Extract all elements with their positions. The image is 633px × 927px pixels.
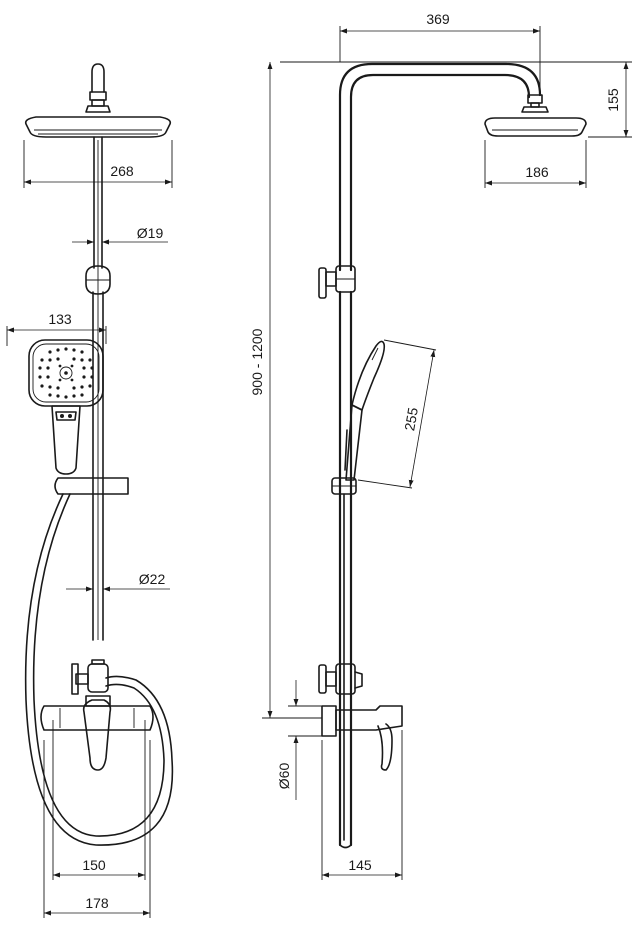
label-inlet-spacing: 150: [82, 857, 106, 873]
dim-head-drop: 155: [280, 61, 632, 138]
label-head-drop: 155: [605, 88, 621, 112]
dim-hand-shower-width: 133: [6, 311, 107, 346]
dim-arm-reach: 369: [339, 11, 541, 95]
front-shower-head: [24, 116, 172, 138]
dim-head-width-front: 268: [23, 140, 173, 188]
label-arm-reach: 369: [426, 11, 450, 27]
side-head-connector: [521, 94, 549, 113]
side-shower-head: [484, 117, 587, 137]
dim-wall-flange-diameter: Ø60: [276, 680, 322, 800]
front-diverter: [71, 659, 109, 695]
label-pipe-diameter-upper: Ø19: [137, 225, 164, 241]
front-riser-pipe: [92, 136, 104, 641]
dim-pipe-diameter-upper: Ø19: [72, 225, 168, 245]
dim-height-range: 900 - 1200: [249, 62, 322, 719]
dim-wall-distance: 145: [321, 730, 403, 880]
label-head-width-front: 268: [110, 163, 134, 179]
label-hand-shower-length: 255: [401, 406, 421, 432]
side-view: 369 155 186 900 - 1200 255: [249, 11, 632, 880]
label-height-range: 900 - 1200: [249, 328, 265, 395]
label-pipe-diameter-lower: Ø22: [139, 571, 166, 587]
side-pipe-collar: [318, 265, 356, 299]
front-pipe-collar: [85, 265, 111, 295]
side-mixer: [321, 705, 403, 771]
dim-pipe-diameter-lower: Ø22: [66, 571, 170, 592]
label-head-width-side: 186: [525, 164, 549, 180]
side-diverter: [318, 663, 363, 695]
dim-hand-shower-length: 255: [357, 339, 437, 489]
front-hand-shower: [28, 339, 104, 475]
front-hose: [24, 493, 174, 846]
front-slide-holder: [54, 477, 129, 495]
front-view: 268 Ø19 133 Ø22 150: [6, 63, 174, 918]
side-hand-shower: [344, 340, 386, 481]
front-head-connector: [85, 63, 111, 113]
label-mixer-width: 178: [85, 895, 109, 911]
label-hand-shower-width: 133: [48, 311, 72, 327]
label-wall-flange-diameter: Ø60: [276, 763, 292, 790]
dim-inlet-spacing: 150: [52, 720, 146, 880]
label-wall-distance: 145: [348, 857, 372, 873]
front-mixer: [40, 695, 154, 771]
dim-mixer-width: 178: [43, 740, 151, 918]
dim-head-width-side: 186: [484, 140, 587, 188]
side-riser-arm: [338, 62, 542, 849]
